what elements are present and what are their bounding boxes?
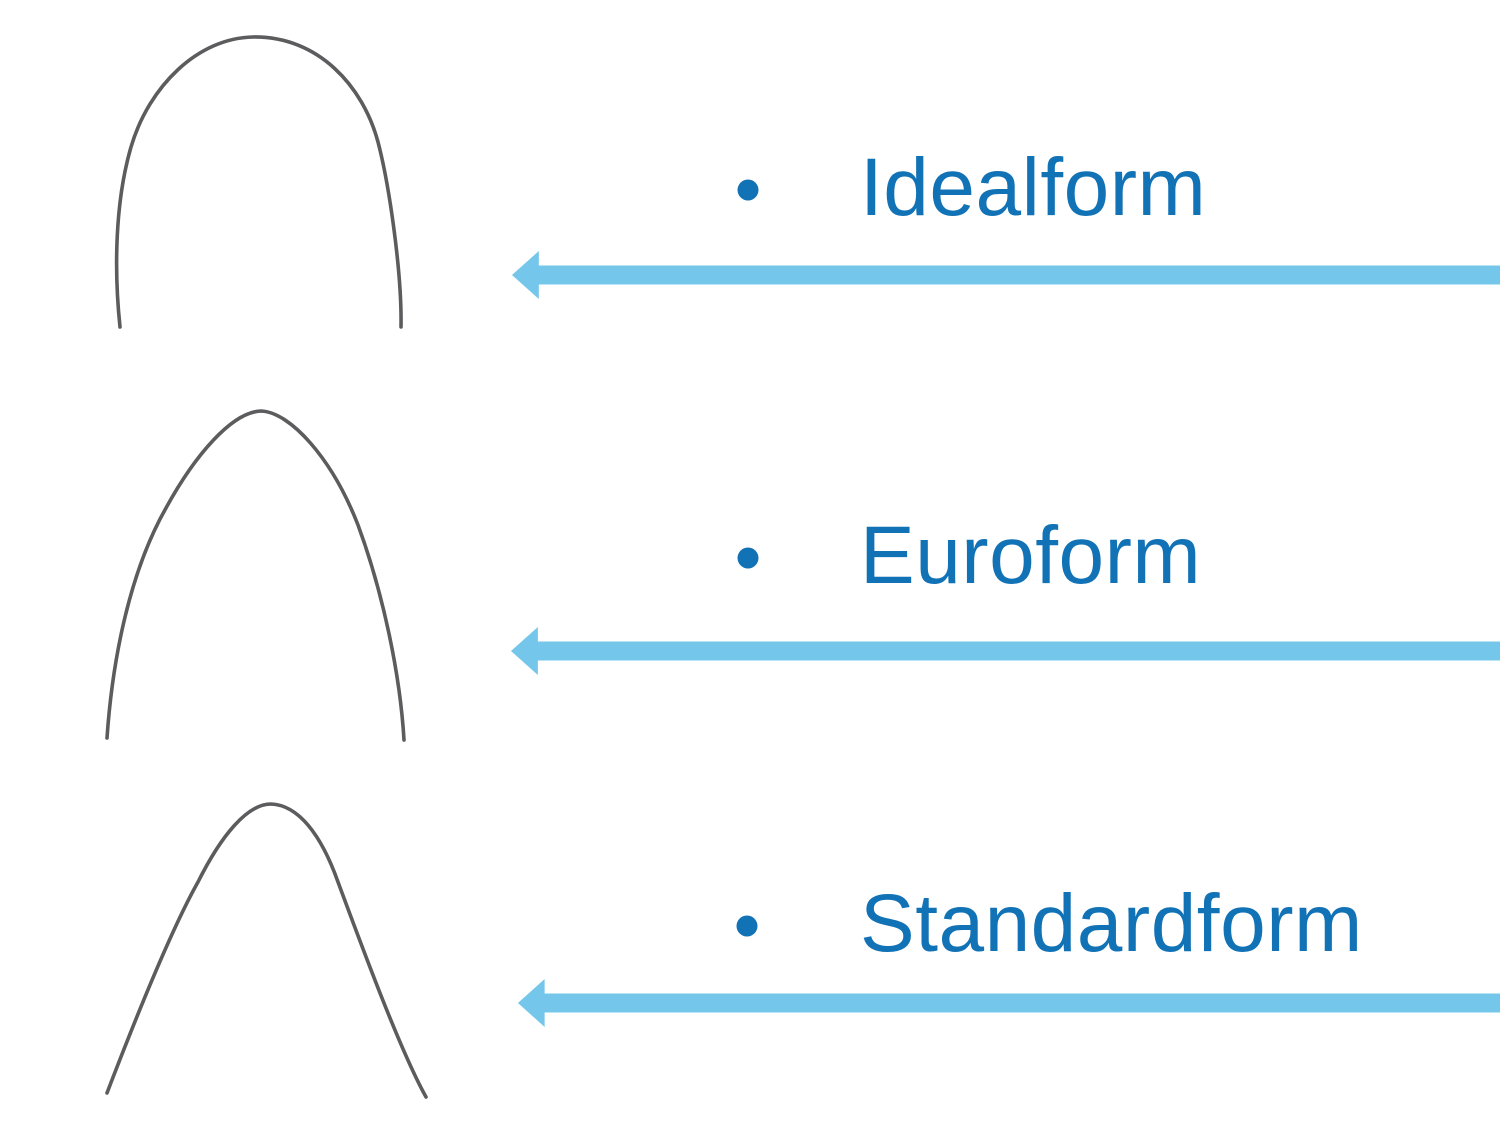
archwire-path bbox=[114, 35, 403, 329]
idealform-label: Idealform bbox=[860, 142, 1207, 233]
archwire-path bbox=[105, 802, 428, 1099]
euroform-label: Euroform bbox=[860, 510, 1202, 601]
left-arrow-shape bbox=[517, 979, 1500, 1027]
left-arrow-icon bbox=[510, 627, 1500, 675]
bullet-circle bbox=[736, 915, 758, 937]
bullet-dot-icon bbox=[736, 915, 758, 937]
left-arrow-icon bbox=[517, 979, 1500, 1027]
idealform-archwire-curve-icon bbox=[114, 35, 403, 329]
bullet-dot-icon bbox=[737, 179, 759, 201]
standardform-label: Standardform bbox=[860, 878, 1363, 969]
euroform-archwire-curve-icon bbox=[105, 409, 406, 742]
bullet-dot-icon bbox=[737, 547, 759, 569]
left-arrow-shape bbox=[510, 627, 1500, 675]
left-arrow-icon bbox=[511, 251, 1500, 299]
standardform-archwire-curve-icon bbox=[105, 802, 428, 1099]
bullet-circle bbox=[737, 547, 759, 569]
left-arrow-shape bbox=[511, 251, 1500, 299]
archwire-path bbox=[105, 409, 406, 742]
bullet-circle bbox=[737, 179, 759, 201]
